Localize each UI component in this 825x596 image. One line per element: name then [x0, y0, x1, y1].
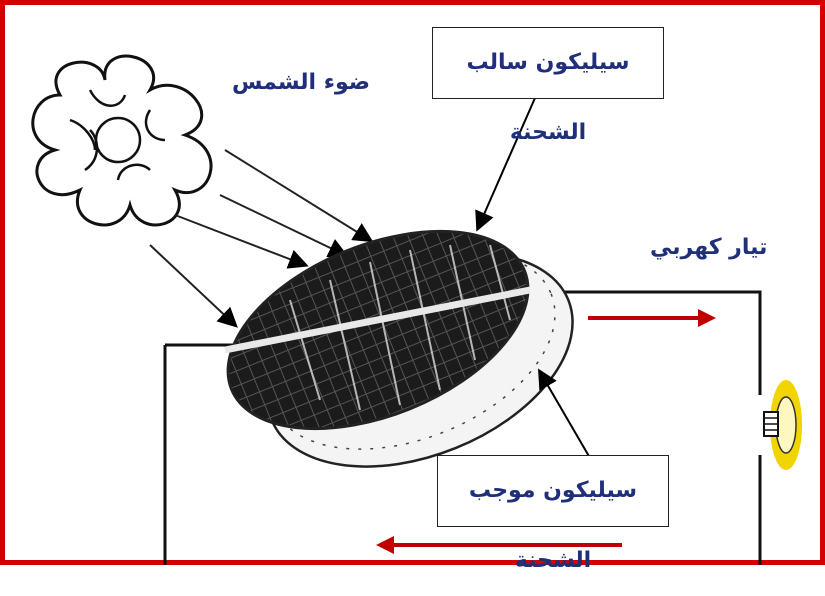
- current-arrow-left: [376, 536, 622, 554]
- current-arrow-right: [588, 309, 716, 327]
- page-border: [0, 0, 825, 565]
- negative-silicon-layer: [224, 229, 531, 431]
- positive-pointer: [537, 368, 591, 459]
- negative-pointer: [475, 97, 536, 232]
- negative-silicon-label: سيليكون سالب الشحنة: [432, 27, 664, 145]
- sun-icon: [31, 54, 213, 227]
- solar-cell-diagram: [0, 0, 825, 565]
- electric-current-label: تيار كهربي: [650, 235, 768, 260]
- circuit-wires: [163, 290, 762, 565]
- positive-silicon-label: سيليكون موجب الشحنة: [437, 455, 669, 573]
- lamp-icon: [763, 380, 802, 470]
- light-rays: [149, 149, 374, 328]
- sunlight-label: ضوء الشمس: [232, 70, 370, 95]
